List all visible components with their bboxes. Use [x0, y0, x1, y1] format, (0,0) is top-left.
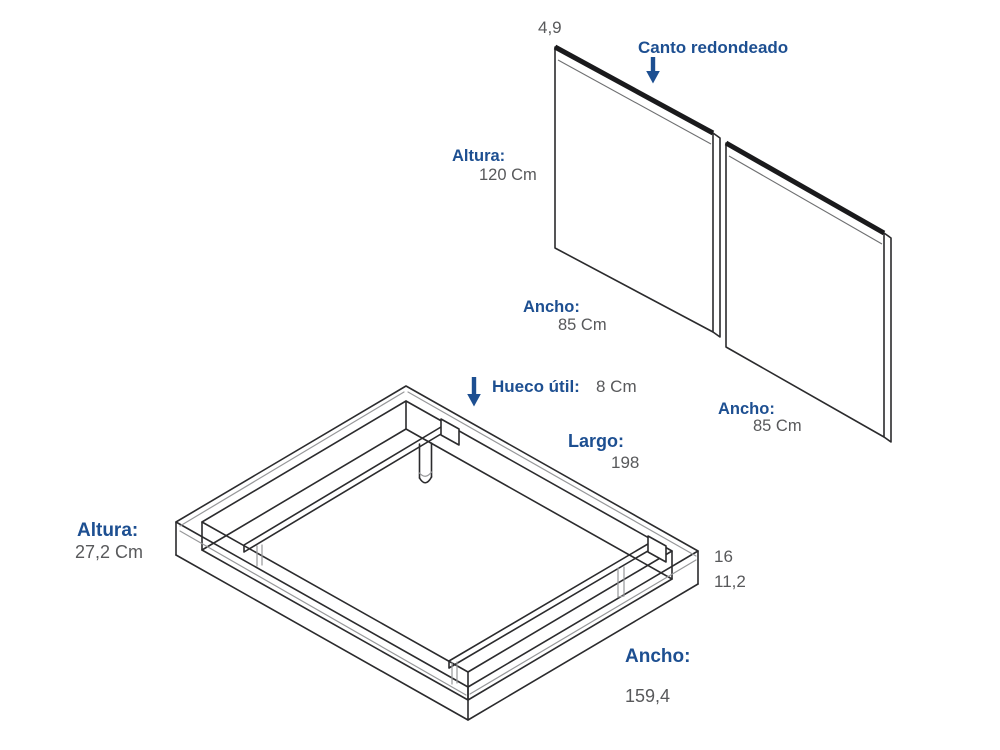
- right-panel-width-label: Ancho:: [718, 400, 775, 418]
- panel-height-label: Altura:: [452, 147, 505, 165]
- panel-height-value: 120 Cm: [479, 166, 537, 184]
- base-width-value: 159,4: [625, 686, 670, 706]
- base-height-value: 27,2 Cm: [75, 542, 143, 562]
- slat-rail-near-bracket: [647, 535, 667, 563]
- down-arrow-icon: [646, 57, 660, 84]
- base-shading-lines: [179, 391, 697, 696]
- headboard-left-panel-rounded-edge: [553, 44, 715, 136]
- slat-rail-far: [243, 423, 447, 553]
- right-panel-width-value: 85 Cm: [753, 417, 802, 435]
- headboard-right-panel-rounded-edge: [724, 140, 886, 236]
- slat-rail-far-bracket: [440, 418, 460, 446]
- side-upper-value: 16: [714, 547, 733, 566]
- side-lower-value: 11,2: [714, 572, 746, 591]
- headboard-left-panel-edge-highlight: [557, 59, 712, 145]
- rounded-edge-note: Canto redondeado: [638, 38, 788, 57]
- headboard-right-panel-side-thickness: [883, 232, 892, 443]
- headboard-panels-drawing: 4,9 Canto redondeado Altura: 120 Cm Anch…: [452, 18, 892, 443]
- base-floor-outline: [201, 428, 673, 701]
- slat-rail-near: [448, 540, 654, 669]
- left-panel-width-value: 85 Cm: [558, 316, 607, 334]
- length-label: Largo:: [568, 431, 624, 451]
- slot-label: Hueco útil:: [492, 377, 580, 396]
- panel-thickness-value: 4,9: [538, 18, 562, 37]
- base-inner-corner-edges: [201, 400, 673, 701]
- headboard-left-panel-side-thickness: [712, 132, 721, 338]
- length-value: 198: [611, 453, 639, 472]
- left-panel-width-label: Ancho:: [523, 298, 580, 316]
- slot-value: 8 Cm: [596, 377, 637, 396]
- slat-rail-near-supports: [451, 566, 625, 685]
- base-height-label: Altura:: [77, 520, 138, 541]
- headboard-right-panel-edge-highlight: [728, 155, 883, 245]
- slat-rail-far-support: [256, 544, 263, 567]
- center-leg: [418, 442, 433, 484]
- base-bottom-outline: [175, 554, 699, 721]
- bed-base-drawing: Hueco útil: 8 Cm Largo: 198 Altura: 27,2…: [75, 377, 746, 721]
- down-arrow-icon: [467, 377, 481, 407]
- base-width-label: Ancho:: [625, 646, 690, 667]
